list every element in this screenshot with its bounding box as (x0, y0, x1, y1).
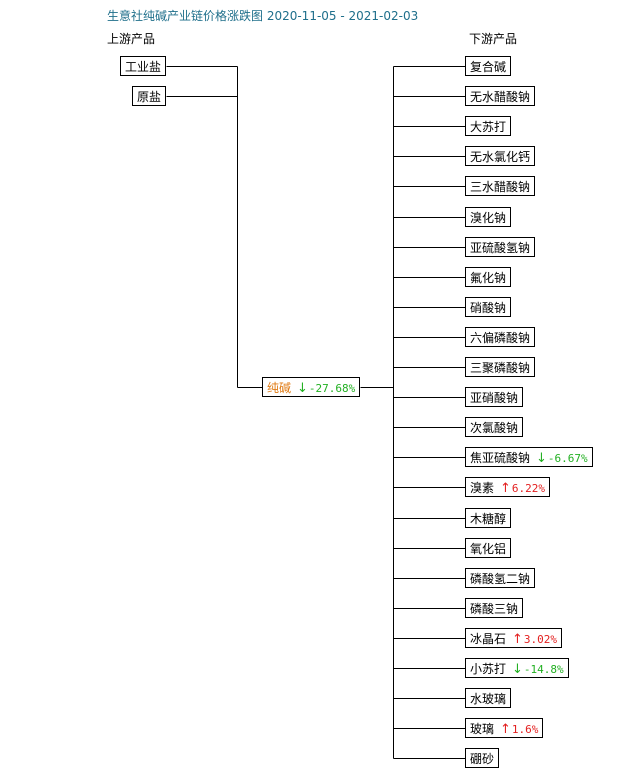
upstream-node[interactable]: 原盐 (132, 86, 167, 106)
product-name: 大苏打 (470, 120, 507, 134)
product-name: 玻璃 (470, 722, 495, 736)
price-change: ↓-6.67% (536, 451, 588, 466)
downstream-node[interactable]: 亚硫酸氢钠 (465, 237, 536, 257)
change-value: -27.68% (308, 382, 356, 395)
upstream-node[interactable]: 工业盐 (120, 56, 167, 76)
downstream-node[interactable]: 亚硝酸钠 (465, 387, 524, 407)
downstream-node[interactable]: 三水醋酸钠 (465, 176, 536, 196)
product-name: 硼砂 (470, 752, 495, 766)
product-name: 纯碱 (267, 381, 292, 395)
downstream-node[interactable]: 溴素 ↑6.22% (465, 477, 551, 497)
change-value: -14.8% (523, 663, 564, 676)
product-name: 磷酸氢二钠 (470, 572, 531, 586)
change-value: 3.02% (523, 633, 558, 646)
price-change: ↑1.6% (500, 722, 539, 737)
product-name: 无水氯化钙 (470, 150, 531, 164)
product-name: 次氯酸钠 (470, 421, 519, 435)
arrow-up-icon: ↑ (512, 632, 523, 647)
downstream-node[interactable]: 六偏磷酸钠 (465, 327, 536, 347)
price-change: ↑3.02% (512, 632, 558, 647)
downstream-node[interactable]: 水玻璃 (465, 688, 512, 708)
product-name: 三水醋酸钠 (470, 180, 531, 194)
product-name: 溴化钠 (470, 211, 507, 225)
product-name: 工业盐 (125, 60, 162, 74)
downstream-node[interactable]: 溴化钠 (465, 207, 512, 227)
center-node[interactable]: 纯碱 ↓-27.68% (262, 377, 361, 397)
price-change: ↓-14.8% (512, 662, 564, 677)
price-change: ↓-27.68% (297, 381, 356, 396)
product-name: 冰晶石 (470, 632, 507, 646)
downstream-node[interactable]: 复合碱 (465, 56, 512, 76)
change-value: 1.6% (511, 723, 539, 736)
change-value: -6.67% (547, 452, 588, 465)
product-name: 硝酸钠 (470, 301, 507, 315)
downstream-node[interactable]: 无水醋酸钠 (465, 86, 536, 106)
upstream-header: 上游产品 (107, 32, 156, 46)
downstream-node[interactable]: 冰晶石 ↑3.02% (465, 628, 563, 648)
product-name: 小苏打 (470, 662, 507, 676)
downstream-node[interactable]: 焦亚硫酸钠 ↓-6.67% (465, 447, 593, 467)
downstream-node[interactable]: 硼砂 (465, 748, 500, 768)
product-name: 亚硝酸钠 (470, 391, 519, 405)
product-name: 无水醋酸钠 (470, 90, 531, 104)
product-name: 复合碱 (470, 60, 507, 74)
product-name: 水玻璃 (470, 692, 507, 706)
downstream-node[interactable]: 三聚磷酸钠 (465, 357, 536, 377)
downstream-node[interactable]: 氧化铝 (465, 538, 512, 558)
product-name: 焦亚硫酸钠 (470, 451, 531, 465)
product-name: 原盐 (137, 90, 162, 104)
arrow-up-icon: ↑ (500, 722, 511, 737)
downstream-node[interactable]: 小苏打 ↓-14.8% (465, 658, 569, 678)
arrow-up-icon: ↑ (500, 481, 511, 496)
downstream-node[interactable]: 硝酸钠 (465, 297, 512, 317)
product-name: 木糖醇 (470, 512, 507, 526)
chart-title: 生意社纯碱产业链价格涨跌图 2020-11-05 - 2021-02-03 (107, 9, 419, 23)
downstream-node[interactable]: 次氯酸钠 (465, 417, 524, 437)
downstream-node[interactable]: 无水氯化钙 (465, 146, 536, 166)
downstream-node[interactable]: 大苏打 (465, 116, 512, 136)
change-value: 6.22% (511, 482, 546, 495)
arrow-down-icon: ↓ (536, 451, 547, 466)
downstream-node[interactable]: 玻璃 ↑1.6% (465, 718, 544, 738)
arrow-down-icon: ↓ (297, 381, 308, 396)
product-name: 氧化铝 (470, 542, 507, 556)
product-name: 磷酸三钠 (470, 602, 519, 616)
downstream-node[interactable]: 木糖醇 (465, 508, 512, 528)
downstream-node[interactable]: 氟化钠 (465, 267, 512, 287)
product-name: 溴素 (470, 481, 495, 495)
downstream-header: 下游产品 (469, 32, 518, 46)
product-name: 氟化钠 (470, 271, 507, 285)
downstream-node[interactable]: 磷酸氢二钠 (465, 568, 536, 588)
product-name: 亚硫酸氢钠 (470, 241, 531, 255)
price-change: ↑6.22% (500, 481, 546, 496)
product-name: 六偏磷酸钠 (470, 331, 531, 345)
arrow-down-icon: ↓ (512, 662, 523, 677)
downstream-node[interactable]: 磷酸三钠 (465, 598, 524, 618)
product-name: 三聚磷酸钠 (470, 361, 531, 375)
